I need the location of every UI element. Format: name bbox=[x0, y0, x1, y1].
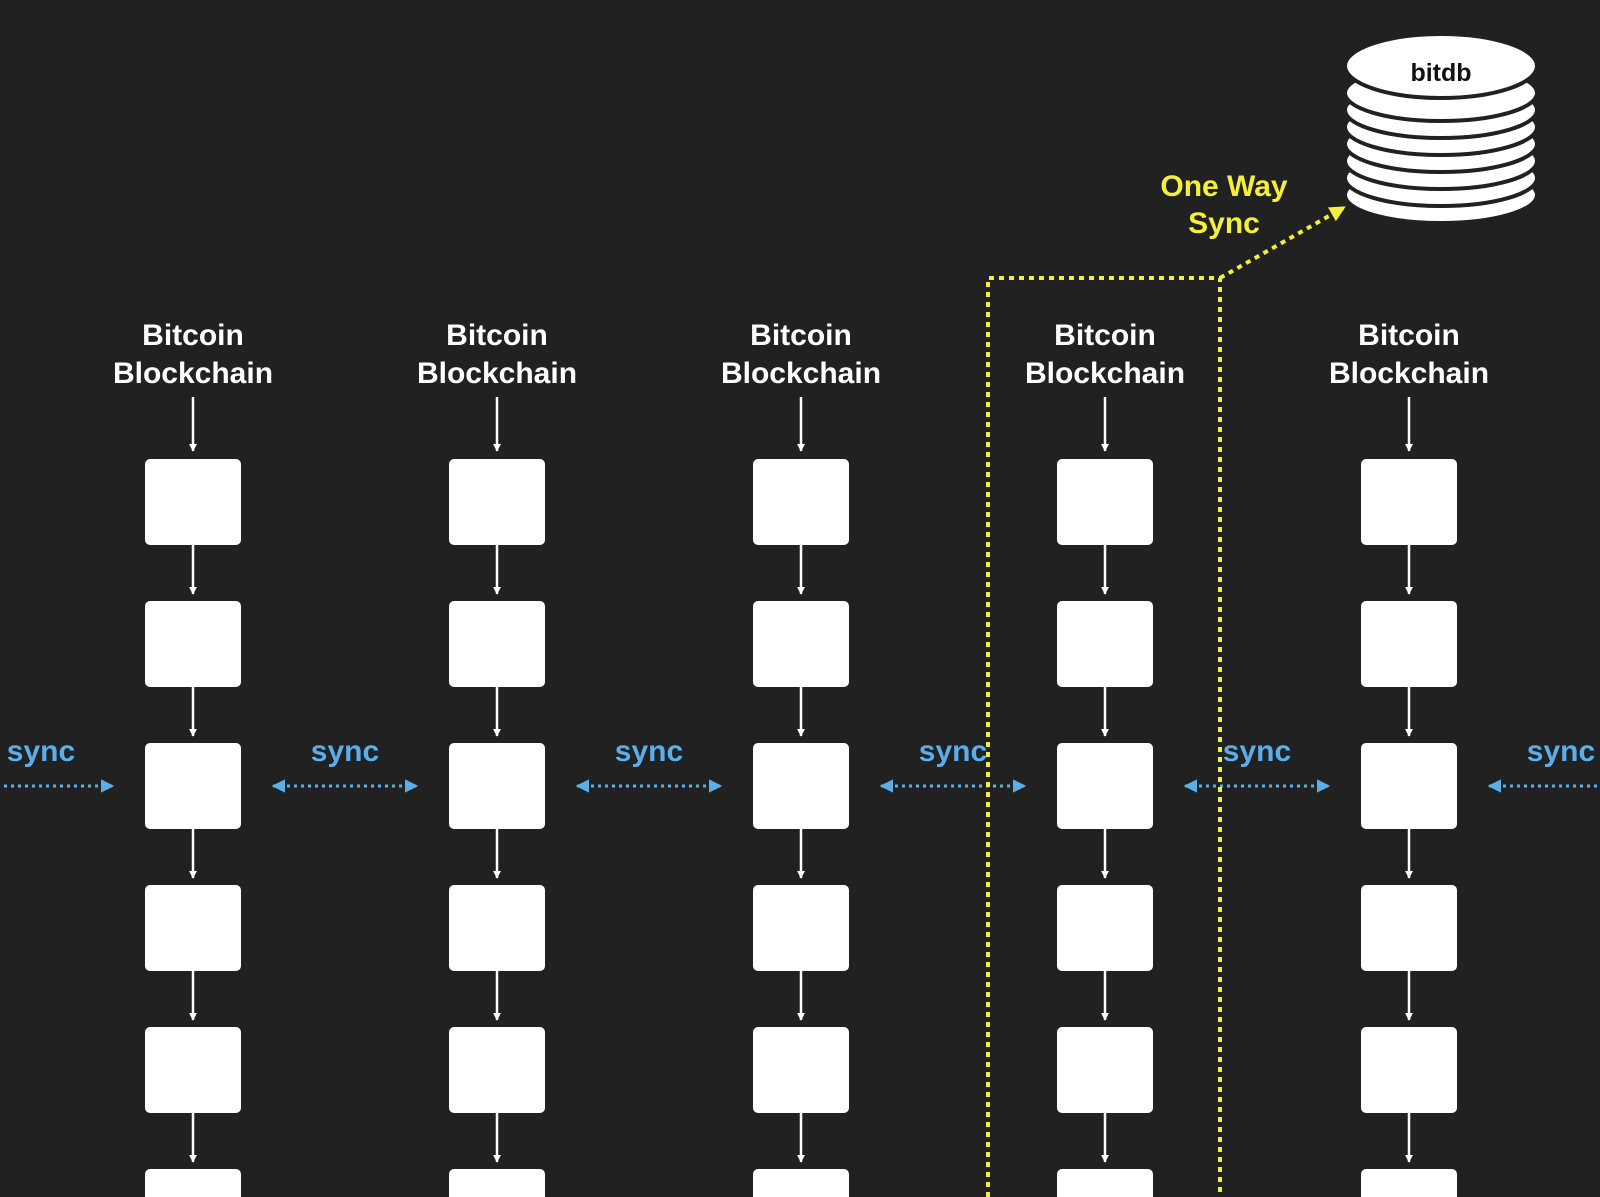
block bbox=[1361, 459, 1457, 545]
chain-title-line1: Bitcoin bbox=[142, 319, 244, 352]
database-icon: bitdb bbox=[1343, 32, 1539, 225]
block bbox=[1057, 601, 1153, 687]
one-way-sync-arrow bbox=[1219, 206, 1346, 280]
sync-layer: sync sync sync sync sync sync bbox=[0, 735, 1600, 793]
block bbox=[1057, 1169, 1153, 1197]
block bbox=[753, 743, 849, 829]
chain-title-line1: Bitcoin bbox=[1358, 319, 1460, 352]
chain-title-line2: Blockchain bbox=[113, 357, 273, 390]
block bbox=[753, 1169, 849, 1197]
chain-title-line2: Blockchain bbox=[721, 357, 881, 390]
block bbox=[1361, 1169, 1457, 1197]
block bbox=[1057, 743, 1153, 829]
block bbox=[753, 885, 849, 971]
block bbox=[145, 459, 241, 545]
one-way-sync-region: One Way Sync bbox=[986, 170, 1346, 1197]
block bbox=[145, 1027, 241, 1113]
block bbox=[449, 1169, 545, 1197]
block bbox=[1057, 1027, 1153, 1113]
one-way-label-line2: Sync bbox=[1188, 207, 1260, 240]
database-top bbox=[1343, 32, 1539, 100]
chain-title-line1: Bitcoin bbox=[446, 319, 548, 352]
block bbox=[449, 1027, 545, 1113]
chain-title-line2: Blockchain bbox=[1025, 357, 1185, 390]
database-label: bitdb bbox=[1410, 59, 1471, 87]
chains-layer: BitcoinBlockchainBitcoinBlockchainBitcoi… bbox=[113, 319, 1489, 1197]
chain-title-line2: Blockchain bbox=[417, 357, 577, 390]
block bbox=[449, 459, 545, 545]
block bbox=[1361, 743, 1457, 829]
block bbox=[449, 743, 545, 829]
block bbox=[1361, 1027, 1457, 1113]
sync-link: sync bbox=[575, 735, 723, 793]
block bbox=[753, 459, 849, 545]
block bbox=[753, 601, 849, 687]
block bbox=[449, 885, 545, 971]
block bbox=[1361, 601, 1457, 687]
sync-link: sync bbox=[1487, 735, 1600, 793]
highlight-boundary bbox=[986, 276, 1222, 1197]
sync-link: sync bbox=[1183, 735, 1331, 793]
one-way-label-line1: One Way bbox=[1160, 170, 1288, 203]
block bbox=[1057, 885, 1153, 971]
sync-label: sync bbox=[1223, 735, 1291, 768]
block bbox=[145, 601, 241, 687]
sync-label: sync bbox=[1527, 735, 1595, 768]
sync-link: sync bbox=[879, 735, 1027, 793]
block bbox=[145, 1169, 241, 1197]
block bbox=[145, 885, 241, 971]
chain-title-line1: Bitcoin bbox=[1054, 319, 1156, 352]
block bbox=[1361, 885, 1457, 971]
block bbox=[1057, 459, 1153, 545]
chain-title-line2: Blockchain bbox=[1329, 357, 1489, 390]
sync-link: sync bbox=[0, 735, 115, 793]
sync-label: sync bbox=[311, 735, 379, 768]
sync-label: sync bbox=[919, 735, 987, 768]
sync-label: sync bbox=[615, 735, 683, 768]
block bbox=[449, 601, 545, 687]
sync-link: sync bbox=[271, 735, 419, 793]
chain-title-line1: Bitcoin bbox=[750, 319, 852, 352]
block bbox=[145, 743, 241, 829]
block bbox=[753, 1027, 849, 1113]
sync-label: sync bbox=[7, 735, 75, 768]
